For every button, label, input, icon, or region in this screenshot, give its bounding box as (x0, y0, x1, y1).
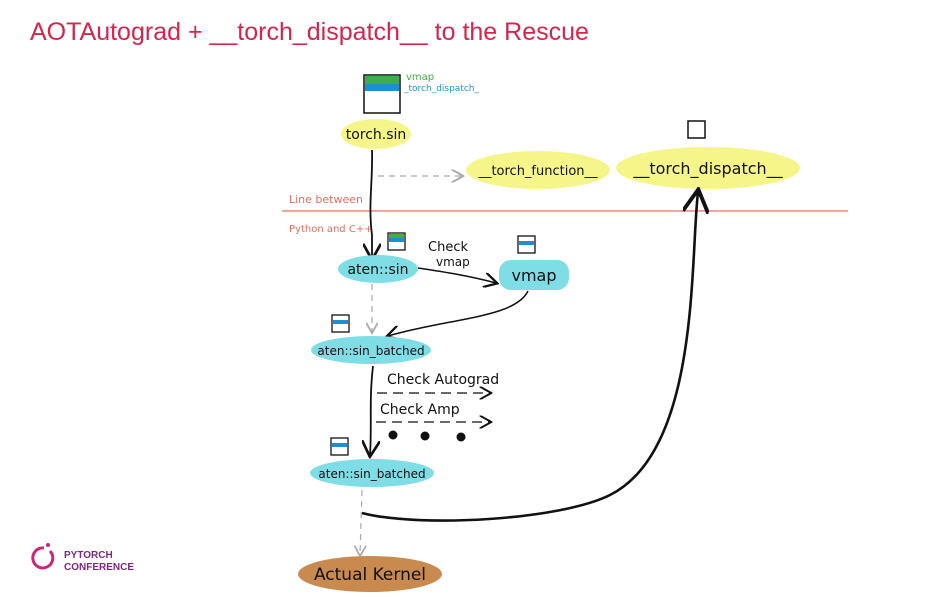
separator-label-line1: Line between (289, 193, 363, 206)
check-vmap-label-2: vmap (436, 255, 470, 269)
node-actual-kernel: Actual Kernel (298, 556, 442, 592)
ellipsis-dot-3 (456, 432, 466, 442)
actual-kernel-highlight (298, 556, 442, 592)
node-vmap: vmap (499, 235, 569, 290)
logo-line2: CONFERENCE (64, 562, 134, 573)
separator-label-line2: Python and C++ (289, 224, 373, 235)
arrow-aten-sin-to-vmap (417, 267, 496, 283)
legend-vmap-band (365, 76, 399, 84)
node-torch-dispatch: __torch_dispatch__ (616, 120, 800, 189)
sin-batched-1-highlight (311, 336, 431, 364)
legend-dispatch-label: _torch_dispatch_ (403, 84, 480, 94)
check-amp-label: Check Amp (380, 402, 460, 418)
legend-stack: vmap _torch_dispatch_ (363, 72, 480, 114)
legend-dispatch-band (365, 84, 399, 91)
sin-batched-2-label: aten::sin_batched (318, 467, 425, 481)
sin-batched-1-key-dispatch (333, 320, 348, 324)
node-torch-function: __torch_function__ (466, 151, 610, 189)
arrow-gray-to-kernel (360, 489, 362, 555)
vmap-key-dispatch (519, 241, 534, 245)
torch-function-label: __torch_function__ (477, 164, 598, 179)
slide-title: AOTAutograd + __torch_dispatch__ to the … (30, 18, 589, 46)
arrow-batched-to-torch-dispatch (361, 192, 698, 522)
arrow-batched-1-to-batched-2 (370, 365, 373, 455)
logo-line1: PYTORCH (64, 550, 113, 561)
node-torch-sin: torch.sin (341, 119, 411, 149)
pytorch-flame-dot (46, 543, 50, 547)
actual-kernel-label: Actual Kernel (314, 565, 426, 585)
arrow-vmap-to-sin-batched (388, 290, 529, 336)
torch-dispatch-label: __torch_dispatch__ (632, 159, 783, 179)
pytorch-conference-logo: PYTORCH CONFERENCE (31, 543, 134, 573)
torch-function-highlight (466, 151, 610, 189)
node-aten-sin-batched-1: aten::sin_batched (311, 314, 431, 364)
torch-sin-label: torch.sin (346, 127, 407, 143)
aten-sin-key-vmap (389, 234, 404, 238)
check-vmap-label-1: Check (428, 240, 468, 255)
torch-sin-highlight (341, 119, 411, 149)
pytorch-flame-icon (31, 546, 55, 570)
legend-vmap-label: vmap (406, 72, 434, 83)
check-autograd-label: Check Autograd (387, 372, 499, 388)
ellipsis-dot-1 (388, 430, 398, 440)
node-aten-sin: aten::sin (338, 232, 418, 283)
node-aten-sin-batched-2: aten::sin_batched (310, 437, 434, 487)
torch-dispatch-highlight (616, 147, 800, 189)
aten-sin-highlight (338, 255, 418, 283)
sin-batched-1-label: aten::sin_batched (317, 344, 424, 358)
aten-sin-label: aten::sin (347, 262, 408, 278)
aten-sin-key-dispatch (389, 238, 404, 242)
torch-dispatch-empty-box (687, 120, 706, 139)
vmap-label: vmap (511, 266, 556, 285)
ellipsis-dot-2 (420, 431, 430, 441)
vmap-highlight (499, 260, 569, 290)
sin-batched-2-highlight (310, 459, 434, 487)
arrow-torch-sin-to-aten-sin (370, 149, 372, 258)
sin-batched-2-key-dispatch (332, 443, 347, 447)
